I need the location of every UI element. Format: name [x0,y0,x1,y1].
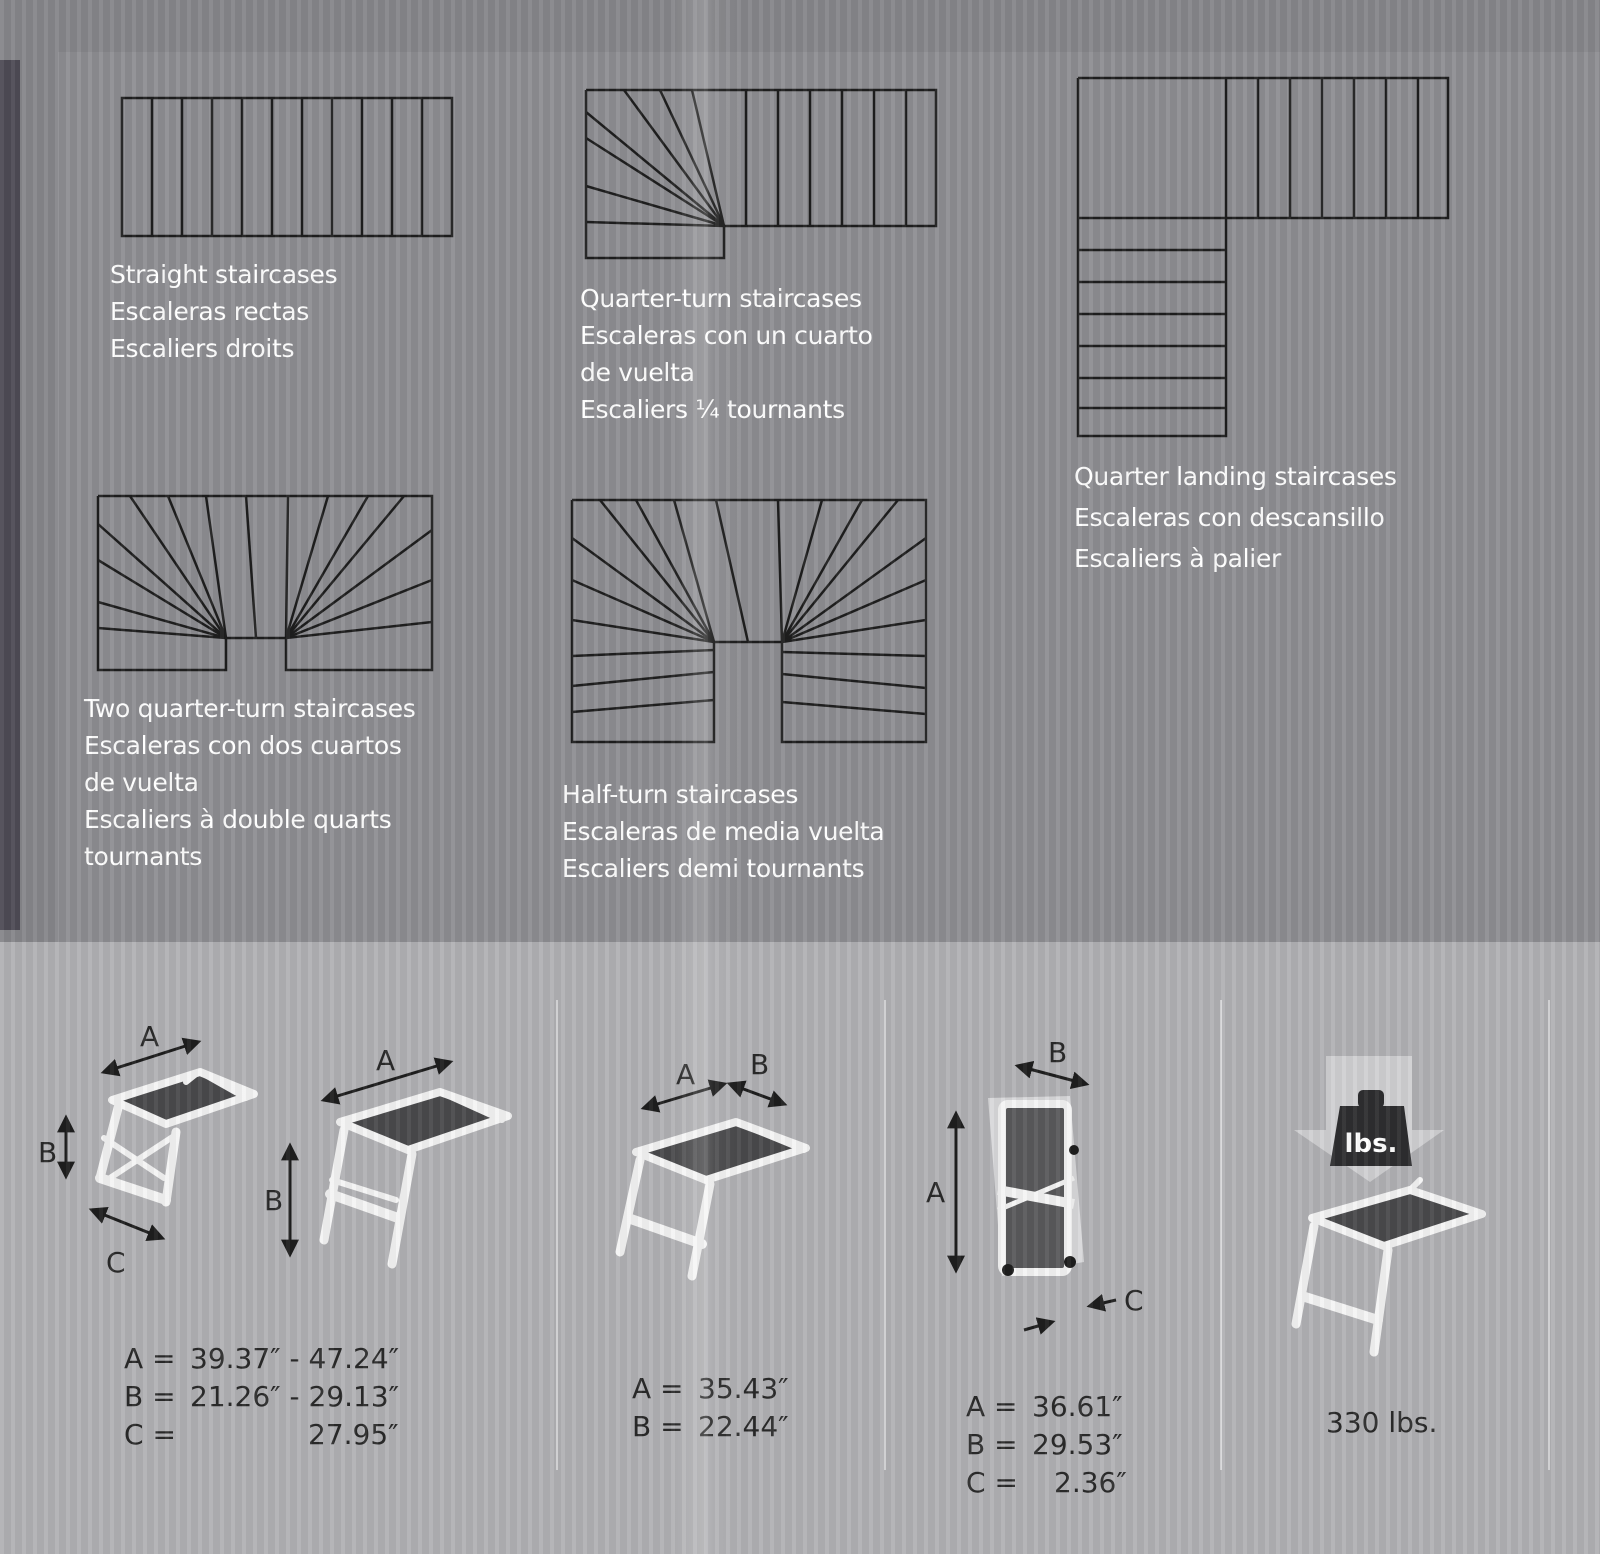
stool-folded-flat-illustration [988,1096,1084,1276]
caption-quarter-landing: Quarter landing staircases Escaleras con… [1074,456,1397,579]
spec-value: 39.37″ - 47.24″ [190,1342,400,1375]
load-arrow-icon: lbs. [1294,1056,1444,1182]
spec-key: B = [632,1410,684,1443]
spec-key: B = [966,1428,1018,1461]
spec-row: B = 29.53″ [966,1426,1127,1464]
weight-label: lbs. [1345,1129,1398,1159]
caption-line: Escaleras rectas [110,297,309,326]
spec-row: C = 27.95″ [124,1416,399,1454]
spec-block-load: 330 lbs. [1326,1404,1437,1442]
dimension-label-c: C [106,1246,126,1279]
caption-line: Quarter landing staircases [1074,462,1397,491]
caption-line: Escaliers droits [110,334,295,363]
stool-loaded-illustration [1291,1177,1486,1357]
caption-line: de vuelta [580,358,695,387]
quarter-landing-staircase-diagram [1076,76,1450,438]
stool-tall-dimension-arrows [281,1057,454,1258]
max-load-value: 330 lbs. [1326,1406,1438,1439]
dimension-label-b: B [1048,1036,1067,1069]
straight-staircase-diagram [120,96,454,238]
spec-row: B = 22.44″ [632,1408,789,1446]
caption-line: Escaleras con descansillo [1074,503,1385,532]
spec-key: A = [966,1390,1018,1423]
stool-small-dimension-arrows [57,1037,202,1242]
stool-folded-open-dimension-arrows [640,1079,788,1113]
section-divider [556,1000,558,1470]
caption-line: Two quarter-turn staircases [84,694,416,723]
spec-value: 27.95″ [308,1418,399,1451]
half-turn-staircase-diagram [570,498,928,744]
spec-row: A = 39.37″ - 47.24″ [124,1340,399,1378]
caption-quarter-turn: Quarter-turn staircases Escaleras con un… [580,280,873,428]
spec-value: 29.53″ [1032,1428,1123,1461]
spec-key: A = [632,1372,684,1405]
two-quarter-turn-staircase-diagram [96,494,434,672]
caption-line: Half-turn staircases [562,780,799,809]
dimension-label-c: C [1124,1284,1144,1317]
spec-value: 35.43″ [698,1372,789,1405]
stool-tall-illustration [319,1088,512,1269]
dimension-label-a: A [140,1020,159,1053]
spec-key: C = [124,1418,176,1451]
stool-small-illustration [95,1068,258,1207]
spec-row: A = 35.43″ [632,1370,789,1408]
caption-straight: Straight staircases Escaleras rectas Esc… [110,256,338,367]
caption-line: Escaleras con dos cuartos [84,731,402,760]
spec-row: C = 2.36″ [966,1464,1127,1502]
caption-line: Escaleras de media vuelta [562,817,885,846]
box-edge [0,60,20,930]
dimensions-panel [0,942,1600,1554]
spec-block-1: A = 39.37″ - 47.24″ B = 21.26″ - 29.13″ … [124,1340,399,1454]
stool-folded-flat-dimension-arrows [947,1060,1117,1335]
dimension-label-a: A [926,1176,945,1209]
dimension-label-a: A [376,1044,395,1077]
caption-line: Quarter-turn staircases [580,284,862,313]
caption-line: tournants [84,842,202,871]
caption-line: de vuelta [84,768,199,797]
spec-value: 21.26″ - 29.13″ [190,1380,400,1413]
quarter-turn-staircase-diagram [584,88,938,260]
caption-two-quarter-turn: Two quarter-turn staircases Escaleras co… [84,690,416,875]
section-divider [1548,1000,1550,1470]
dimension-label-b: B [38,1136,57,1169]
spec-value: 2.36″ [1054,1466,1127,1499]
dimension-label-a: A [676,1058,695,1091]
spec-row: A = 36.61″ [966,1388,1127,1426]
caption-line: Escaliers à palier [1074,544,1282,573]
spec-key: A = [124,1342,176,1375]
caption-line: Escaliers ¼ tournants [580,395,845,424]
caption-line: Escaleras con un cuarto [580,321,873,350]
stool-folded-open-illustration [615,1118,810,1281]
caption-line: Straight staircases [110,260,338,289]
spec-value: 22.44″ [698,1410,789,1443]
spec-key: B = [124,1380,176,1413]
spec-block-2: A = 35.43″ B = 22.44″ [632,1370,789,1446]
caption-half-turn: Half-turn staircases Escaleras de media … [562,776,885,887]
dimension-label-b: B [750,1048,769,1081]
spec-value: 36.61″ [1032,1390,1123,1423]
section-divider [884,1000,886,1470]
section-divider [1220,1000,1222,1470]
caption-line: Escaliers demi tournants [562,854,865,883]
caption-line: Escaliers à double quarts [84,805,392,834]
spec-key: C = [966,1466,1018,1499]
spec-block-3: A = 36.61″ B = 29.53″ C = 2.36″ [966,1388,1127,1502]
spec-row: B = 21.26″ - 29.13″ [124,1378,399,1416]
dimension-label-b: B [264,1184,283,1217]
